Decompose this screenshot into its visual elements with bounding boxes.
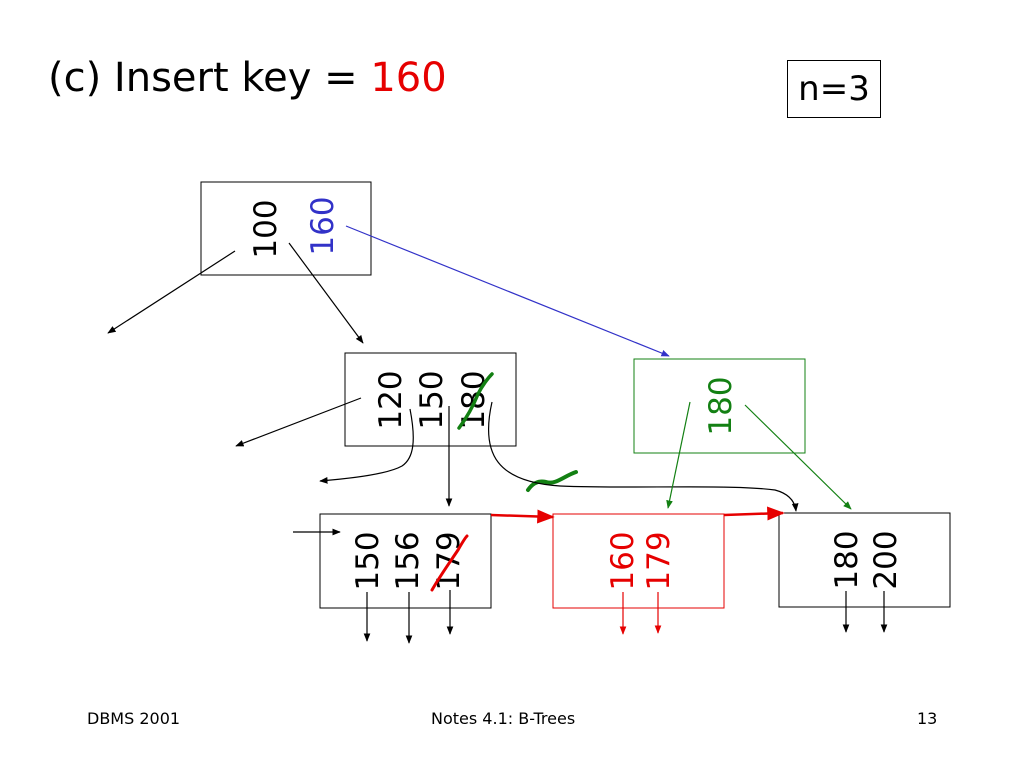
internal-left-node <box>344 352 517 447</box>
leaf-right-node <box>778 512 951 608</box>
leaf-left-key-1: 150 <box>350 531 386 590</box>
leaf-right-key-1: 180 <box>829 530 865 589</box>
leaf-right-key-2: 200 <box>868 530 904 589</box>
internal-left-pointer-2 <box>319 408 414 484</box>
leaf-new-node <box>552 513 725 609</box>
strike-pointer <box>526 470 578 492</box>
leaf-left-node <box>319 513 492 609</box>
leaf-new-key-2: 179 <box>641 531 677 590</box>
internal-new-key-1: 180 <box>703 376 739 435</box>
leaf-new-next-pointer <box>723 506 785 521</box>
title-key: 160 <box>370 55 447 101</box>
strike-internal-key-180 <box>457 372 494 430</box>
internal-new-pointer-2 <box>744 404 852 510</box>
slide-title: (c) Insert key = 160 <box>48 58 447 98</box>
internal-left-pointer-4 <box>488 401 799 512</box>
footer-title: Notes 4.1: B-Trees <box>431 709 576 728</box>
root-key-2: 160 <box>305 196 341 255</box>
internal-new-node <box>633 358 806 454</box>
root-node <box>200 181 372 276</box>
footer-course: DBMS 2001 <box>87 709 181 728</box>
internal-left-key-2: 150 <box>414 370 450 429</box>
root-pointer-left <box>107 250 236 334</box>
internal-left-pointer-1 <box>235 397 362 447</box>
title-prefix: (c) Insert key = <box>48 55 371 101</box>
root-key-1: 100 <box>248 199 284 258</box>
leaf-left-next-pointer <box>490 509 555 524</box>
internal-new-pointer-1 <box>666 401 691 509</box>
strike-leaf-key-179 <box>430 534 469 592</box>
footer-page-number: 13 <box>917 709 938 728</box>
leaf-new-key-1: 160 <box>605 531 641 590</box>
leaf-left-key-2: 156 <box>390 531 426 590</box>
root-pointer-middle <box>288 242 364 344</box>
root-pointer-right <box>345 225 670 357</box>
internal-left-key-1: 120 <box>373 370 409 429</box>
order-label: n=3 <box>787 60 881 118</box>
